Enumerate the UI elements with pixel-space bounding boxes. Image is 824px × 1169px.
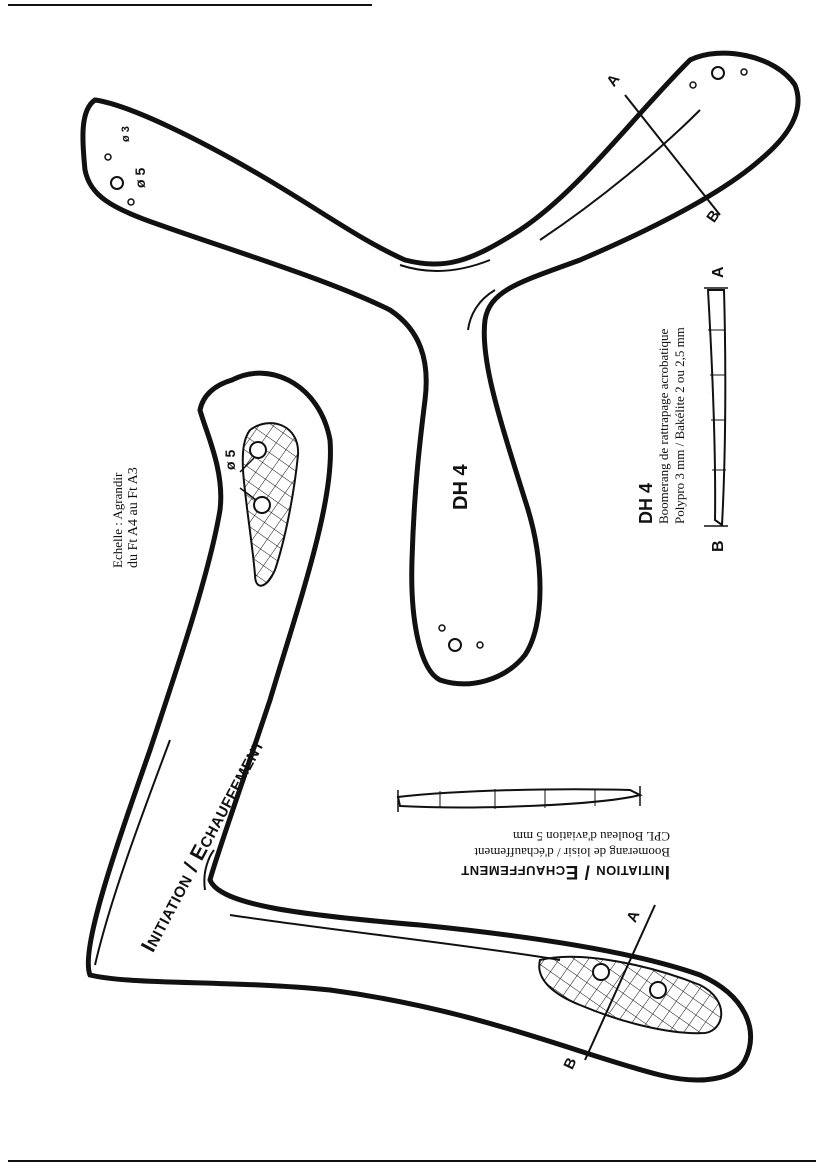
- scale-note-line2: du Ft A4 au Ft A3: [126, 467, 141, 568]
- hole-icon: [127, 198, 135, 206]
- dh4-caption-title: DH 4: [636, 482, 656, 524]
- section-line-ab: [584, 904, 656, 1061]
- dh4-outline: [80, 50, 801, 687]
- initiation-outline: [85, 370, 754, 1083]
- initiation-caption-line2: CPL Bouleau d'aviation 5 mm: [512, 829, 670, 844]
- initiation-hatch-lower: [538, 955, 723, 1035]
- hole-icon: [110, 176, 124, 190]
- dh4-section-a-profile: A: [710, 266, 727, 278]
- initiation-caption-title: Initiation / Echauffement: [460, 861, 670, 882]
- hole-icon: [438, 624, 446, 632]
- dh4-section-line: [624, 94, 721, 216]
- scale-note: Echelle : Agrandir du Ft A4 au Ft A3: [110, 467, 142, 568]
- dh4-caption: DH 4 Boomerang de rattrapage acrobatique…: [636, 284, 688, 524]
- hole-icon: [592, 963, 610, 981]
- hole-icon: [740, 68, 748, 76]
- dh4-blade-title: DH 4: [450, 464, 472, 510]
- dh4-caption-line1: Boomerang de rattrapage acrobatique: [656, 328, 671, 524]
- top-rule: [8, 4, 372, 6]
- hole-icon: [448, 638, 462, 652]
- hole-icon: [253, 496, 271, 514]
- bottom-rule: [8, 1160, 816, 1162]
- hole-icon: [476, 641, 484, 649]
- hole-icon: [249, 441, 267, 459]
- hole-icon: [689, 81, 697, 89]
- initiation-caption: Initiation / Echauffement Boomerang de l…: [330, 812, 670, 882]
- dh4-profile: [706, 289, 727, 527]
- hole-icon: [104, 153, 112, 161]
- hole-icon: [711, 66, 725, 80]
- hole-icon: [649, 981, 667, 999]
- dh4-section-b-profile: B: [710, 540, 727, 552]
- dh4-hole-label-5: ø 5: [132, 167, 148, 188]
- initiation-profile: [396, 788, 643, 809]
- dh4-hole-label-3: ø 3: [120, 126, 132, 142]
- scale-note-line1: Echelle : Agrandir: [110, 472, 125, 568]
- initiation-caption-line1: Boomerang de loisir / d'échauffement: [474, 845, 670, 860]
- initiation-hole-label: ø 5: [222, 449, 238, 470]
- dh4-caption-line2: Polypro 3 mm / Bakélite 2 ou 2,5 mm: [672, 327, 687, 524]
